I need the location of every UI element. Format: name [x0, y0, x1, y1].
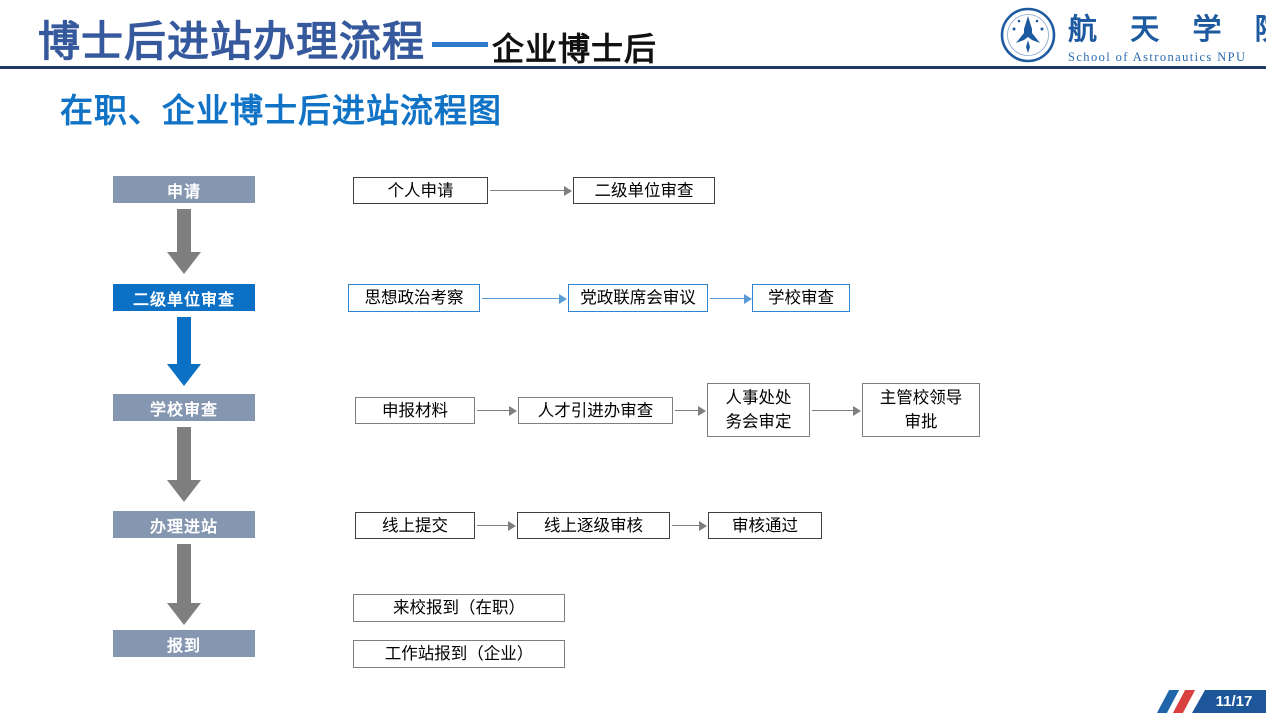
flow-box: 人事处处 务会审定	[707, 383, 810, 437]
title-dash-line	[432, 42, 488, 47]
down-arrow-icon	[167, 480, 201, 502]
header-divider	[0, 66, 1266, 69]
page-number: 11/17	[1192, 690, 1266, 713]
right-arrow-icon	[477, 404, 517, 418]
stage-box-apply: 申请	[113, 176, 255, 203]
right-arrow-icon	[672, 519, 707, 533]
stage-box-school-review: 学校审查	[113, 394, 255, 421]
school-name-en: School of Astronautics NPU	[1068, 49, 1247, 64]
right-arrow-icon	[812, 404, 861, 418]
flow-box: 人才引进办审查	[518, 397, 673, 424]
flow-box: 主管校领导 审批	[862, 383, 980, 437]
down-arrow-icon	[177, 427, 191, 480]
down-arrow-icon	[167, 252, 201, 274]
page-title-suffix: 企业博士后	[492, 31, 658, 67]
school-name-cn: 航 天 学 院	[1068, 13, 1266, 46]
flow-box: 工作站报到（企业）	[353, 640, 565, 668]
stage-box-unit-review: 二级单位审查	[113, 284, 255, 311]
flow-box: 线上提交	[355, 512, 475, 539]
flow-box: 线上逐级审核	[517, 512, 670, 539]
right-arrow-icon	[490, 184, 572, 198]
down-arrow-icon	[167, 364, 201, 386]
section-title: 在职、企业博士后进站流程图	[60, 92, 502, 129]
rocket-seal-icon	[1000, 7, 1056, 63]
flow-box: 申报材料	[355, 397, 475, 424]
flow-box: 审核通过	[708, 512, 822, 539]
down-arrow-icon	[177, 209, 191, 252]
flow-box: 学校审查	[752, 284, 850, 312]
school-logo-text: 航 天 学 院 School of Astronautics NPU	[1068, 6, 1266, 65]
page-title: 博士后进站办理流程	[38, 18, 426, 65]
down-arrow-icon	[177, 317, 191, 364]
right-arrow-icon	[482, 292, 567, 306]
down-arrow-icon	[167, 603, 201, 625]
down-arrow-icon	[177, 544, 191, 603]
right-arrow-icon	[477, 519, 516, 533]
right-arrow-icon	[710, 292, 752, 306]
school-logo: 航 天 学 院 School of Astronautics NPU	[1000, 6, 1266, 64]
stage-box-entry: 办理进站	[113, 511, 255, 538]
stage-box-register: 报到	[113, 630, 255, 657]
right-arrow-icon	[675, 404, 706, 418]
flow-box: 来校报到（在职）	[353, 594, 565, 622]
flow-box: 二级单位审查	[573, 177, 715, 204]
flow-box: 党政联席会审议	[568, 284, 708, 312]
flow-box: 思想政治考察	[348, 284, 480, 312]
flow-box: 个人申请	[353, 177, 488, 204]
